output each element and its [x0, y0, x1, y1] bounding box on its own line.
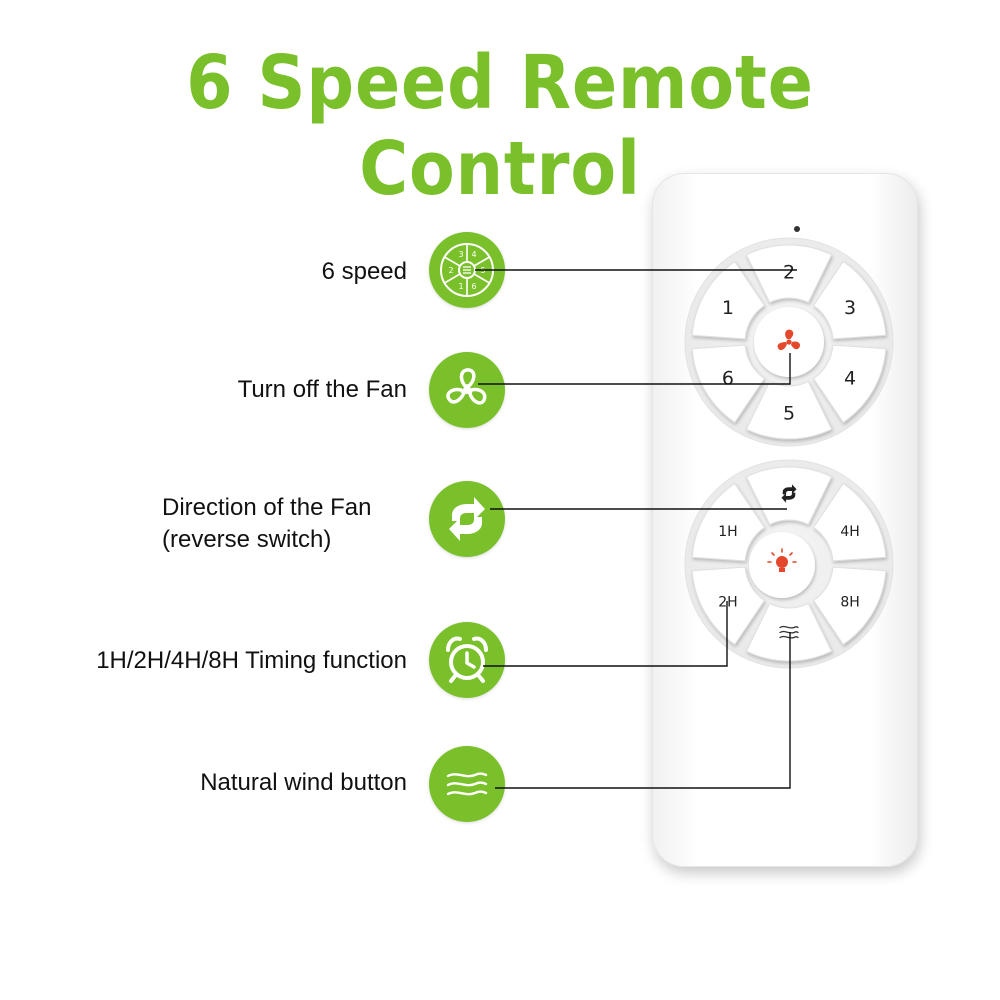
- timer-key-8h-label: 8H: [840, 594, 859, 610]
- speed-key-6-label: 6: [722, 367, 734, 389]
- speed-key-4-label: 4: [844, 367, 856, 389]
- feature-label-direction: Direction of the Fan (reverse switch): [162, 492, 371, 556]
- feature-label-6-speed: 6 speed: [321, 258, 407, 285]
- speed-icon-digit: 4: [471, 250, 476, 259]
- timer-key-8h[interactable]: 8H: [813, 566, 887, 645]
- speed-key-5-label: 5: [783, 403, 795, 425]
- callout-lines: [475, 269, 797, 789]
- reverse-arrows-icon: [429, 481, 505, 557]
- page-title: 6 Speed Remote Control: [186, 40, 814, 212]
- reverse-button[interactable]: [745, 466, 833, 525]
- speed-key-2[interactable]: 2: [745, 244, 833, 303]
- speed-icon-digit: 1: [458, 282, 463, 291]
- speed-icon-digit: 3: [458, 250, 463, 259]
- speed-key-3[interactable]: 3: [813, 261, 887, 340]
- wind-icon: [429, 746, 505, 822]
- fan-icon: [429, 352, 505, 428]
- timer-key-4h[interactable]: 4H: [813, 483, 887, 562]
- timer-key-2h-label: 2H: [718, 594, 737, 610]
- speed-key-1[interactable]: 1: [691, 261, 765, 340]
- speed-key-2-label: 2: [783, 262, 795, 284]
- speed-icon-digit: 2: [448, 266, 453, 275]
- timer-key-2h[interactable]: 2H: [691, 566, 765, 645]
- alarm-clock-icon: [429, 622, 505, 698]
- feature-label-direction-line1: Direction of the Fan: [162, 494, 372, 521]
- reverse-key-arrows-icon: [781, 484, 797, 503]
- speed-icon-digit: 6: [471, 282, 476, 291]
- speed-key-1-label: 1: [722, 297, 734, 319]
- feature-label-direction-line2: (reverse switch): [162, 526, 332, 553]
- light-bulb-icon: [767, 548, 797, 572]
- timer-key-1h-label: 1H: [718, 524, 737, 540]
- speed-key-5[interactable]: 5: [745, 381, 833, 440]
- timer-key-4h-label: 4H: [840, 524, 859, 540]
- feature-label-turn-off-fan: Turn off the Fan: [237, 376, 407, 403]
- feature-label-natural-wind: Natural wind button: [200, 769, 407, 796]
- timer-key-1h[interactable]: 1H: [691, 483, 765, 562]
- indicator-led: [794, 226, 800, 232]
- fan-off-red-fan-icon: [777, 329, 801, 351]
- feature-label-timing: 1H/2H/4H/8H Timing function: [96, 647, 407, 674]
- wind-key-icon: [779, 625, 799, 639]
- speed-key-4[interactable]: 4: [813, 344, 887, 423]
- speed-key-3-label: 3: [844, 297, 856, 319]
